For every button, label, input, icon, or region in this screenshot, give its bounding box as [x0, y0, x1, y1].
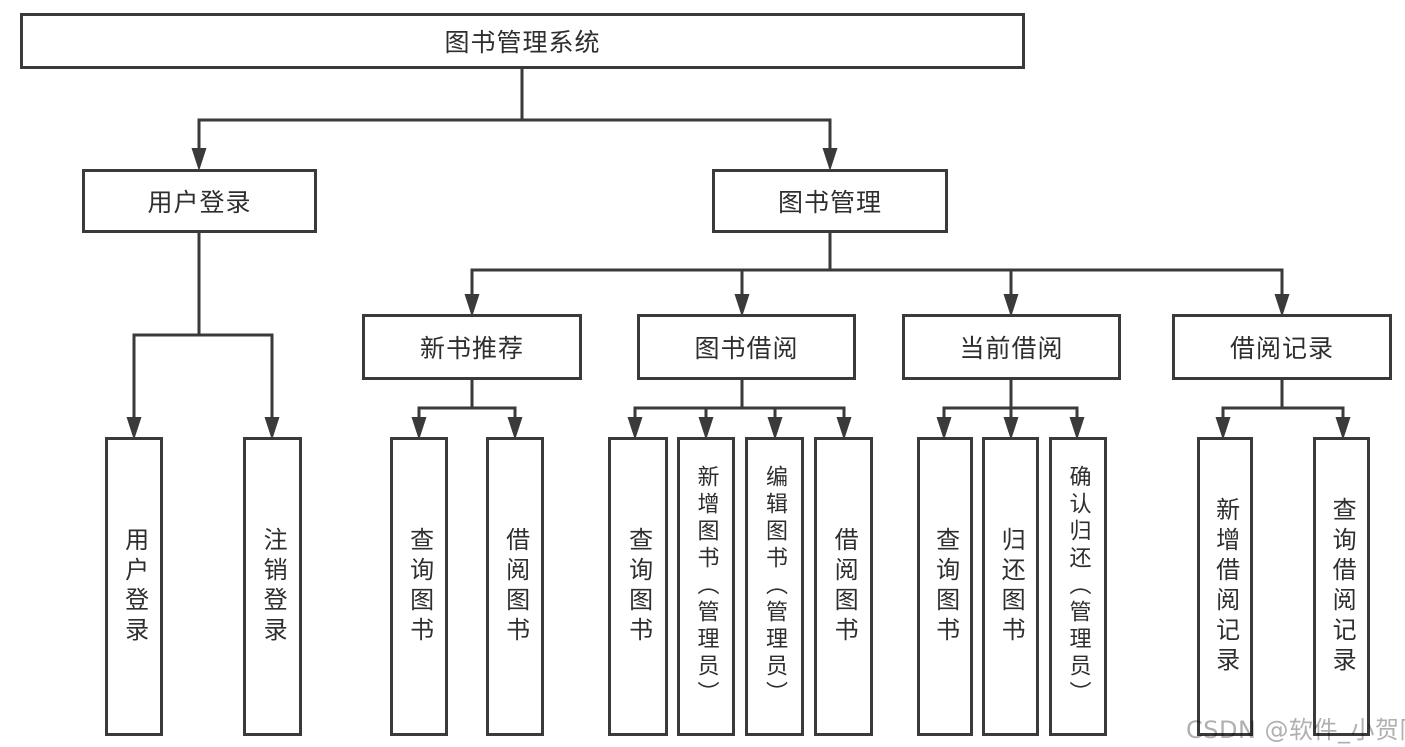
node-leaf-edit-books-admin: 编辑图书（管理员）: [745, 437, 804, 736]
node-label: 借阅图书: [830, 526, 859, 647]
node-leaf-search-books-current: 查询图书: [917, 437, 973, 736]
node-new-book-recommendation: 新书推荐: [362, 314, 582, 380]
node-label: 查询图书: [931, 526, 960, 647]
node-label: 新增图书（管理员）: [693, 465, 719, 708]
node-label: 查询图书: [624, 526, 653, 647]
csdn-watermark: CSDN @软件_小贺同学: [1186, 716, 1405, 744]
node-label: 新书推荐: [419, 334, 524, 363]
node-leaf-search-books-recommend: 查询图书: [390, 437, 448, 736]
node-leaf-borrow-books: 借阅图书: [814, 437, 873, 736]
node-label: 归还图书: [997, 526, 1026, 647]
node-current-borrowing: 当前借阅: [902, 314, 1121, 380]
node-leaf-user-login: 用户登录: [105, 437, 163, 736]
node-label: 编辑图书（管理员）: [762, 465, 788, 708]
node-label: 图书借阅: [694, 334, 799, 363]
node-label: 查询借阅记录: [1328, 496, 1357, 677]
node-leaf-return-books: 归还图书: [982, 437, 1039, 736]
node-leaf-confirm-return-admin: 确认归还（管理员）: [1049, 437, 1107, 736]
node-library-management-system: 图书管理系统: [20, 13, 1025, 69]
node-label: 当前借阅: [959, 334, 1064, 363]
node-label: 用户登录: [120, 526, 149, 647]
node-label: 确认归还（管理员）: [1065, 465, 1091, 708]
node-leaf-search-books-borrowing: 查询图书: [608, 437, 668, 736]
node-book-management: 图书管理: [712, 169, 948, 233]
node-label: 新增借阅记录: [1211, 496, 1240, 677]
node-borrowing-records: 借阅记录: [1172, 314, 1392, 380]
node-label: 图书管理系统: [444, 28, 601, 57]
node-leaf-logout: 注销登录: [243, 437, 302, 736]
node-user-login: 用户登录: [82, 169, 317, 233]
node-label: 查询图书: [405, 526, 434, 647]
node-label: 用户登录: [147, 188, 252, 217]
node-leaf-add-borrow-record: 新增借阅记录: [1197, 437, 1253, 736]
node-label: 借阅记录: [1229, 334, 1334, 363]
node-label: 借阅图书: [501, 526, 530, 647]
node-leaf-add-books-admin: 新增图书（管理员）: [677, 437, 735, 736]
node-label: 注销登录: [259, 526, 288, 647]
node-leaf-search-borrow-record: 查询借阅记录: [1313, 437, 1370, 736]
node-label: 图书管理: [777, 188, 882, 217]
node-book-borrowing: 图书借阅: [637, 314, 856, 380]
node-leaf-borrow-books-recommend: 借阅图书: [486, 437, 544, 736]
